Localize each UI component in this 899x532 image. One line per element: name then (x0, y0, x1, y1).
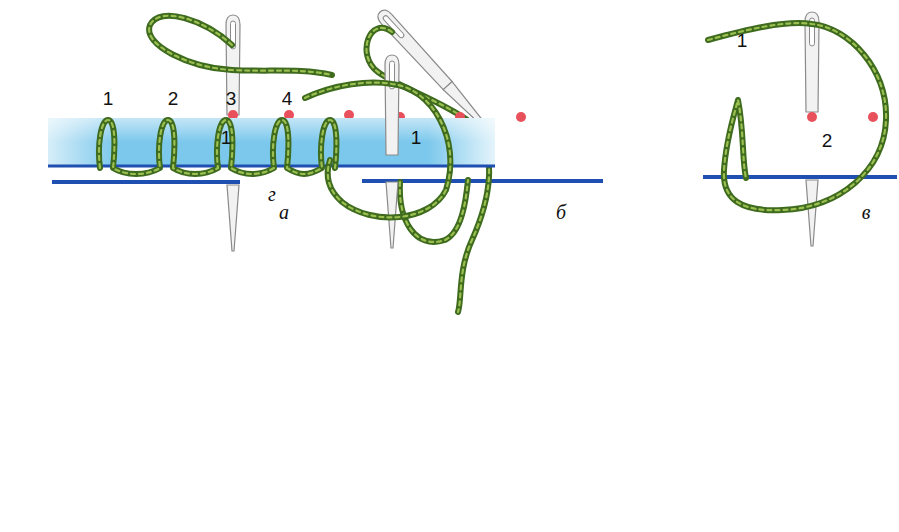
panel-letter: б (556, 202, 566, 222)
panel-letter: в (862, 202, 871, 222)
callout-number: 2 (822, 131, 833, 150)
needle (227, 185, 239, 251)
callout-number: 2 (168, 89, 179, 108)
thread (305, 83, 450, 218)
needle (806, 180, 818, 246)
thread (708, 23, 886, 210)
callout-number: 1 (411, 128, 422, 147)
stitch-row (99, 120, 336, 174)
thread (149, 16, 332, 75)
thread (366, 28, 489, 312)
needle (385, 55, 399, 155)
thread (400, 180, 468, 242)
mark-dot (807, 112, 817, 122)
callout-number: 1 (103, 89, 114, 108)
panel-letter: а (279, 202, 289, 222)
panel-letter: г (268, 184, 276, 204)
fabric-line (52, 180, 240, 184)
callout-number: 3 (226, 89, 237, 108)
mark-dot (868, 112, 878, 122)
mark-dot (516, 112, 526, 122)
callout-number: 1 (221, 128, 232, 147)
fabric-line (703, 175, 897, 179)
callout-number: 4 (282, 89, 293, 108)
needle (226, 15, 240, 115)
callout-number: 1 (737, 31, 748, 50)
